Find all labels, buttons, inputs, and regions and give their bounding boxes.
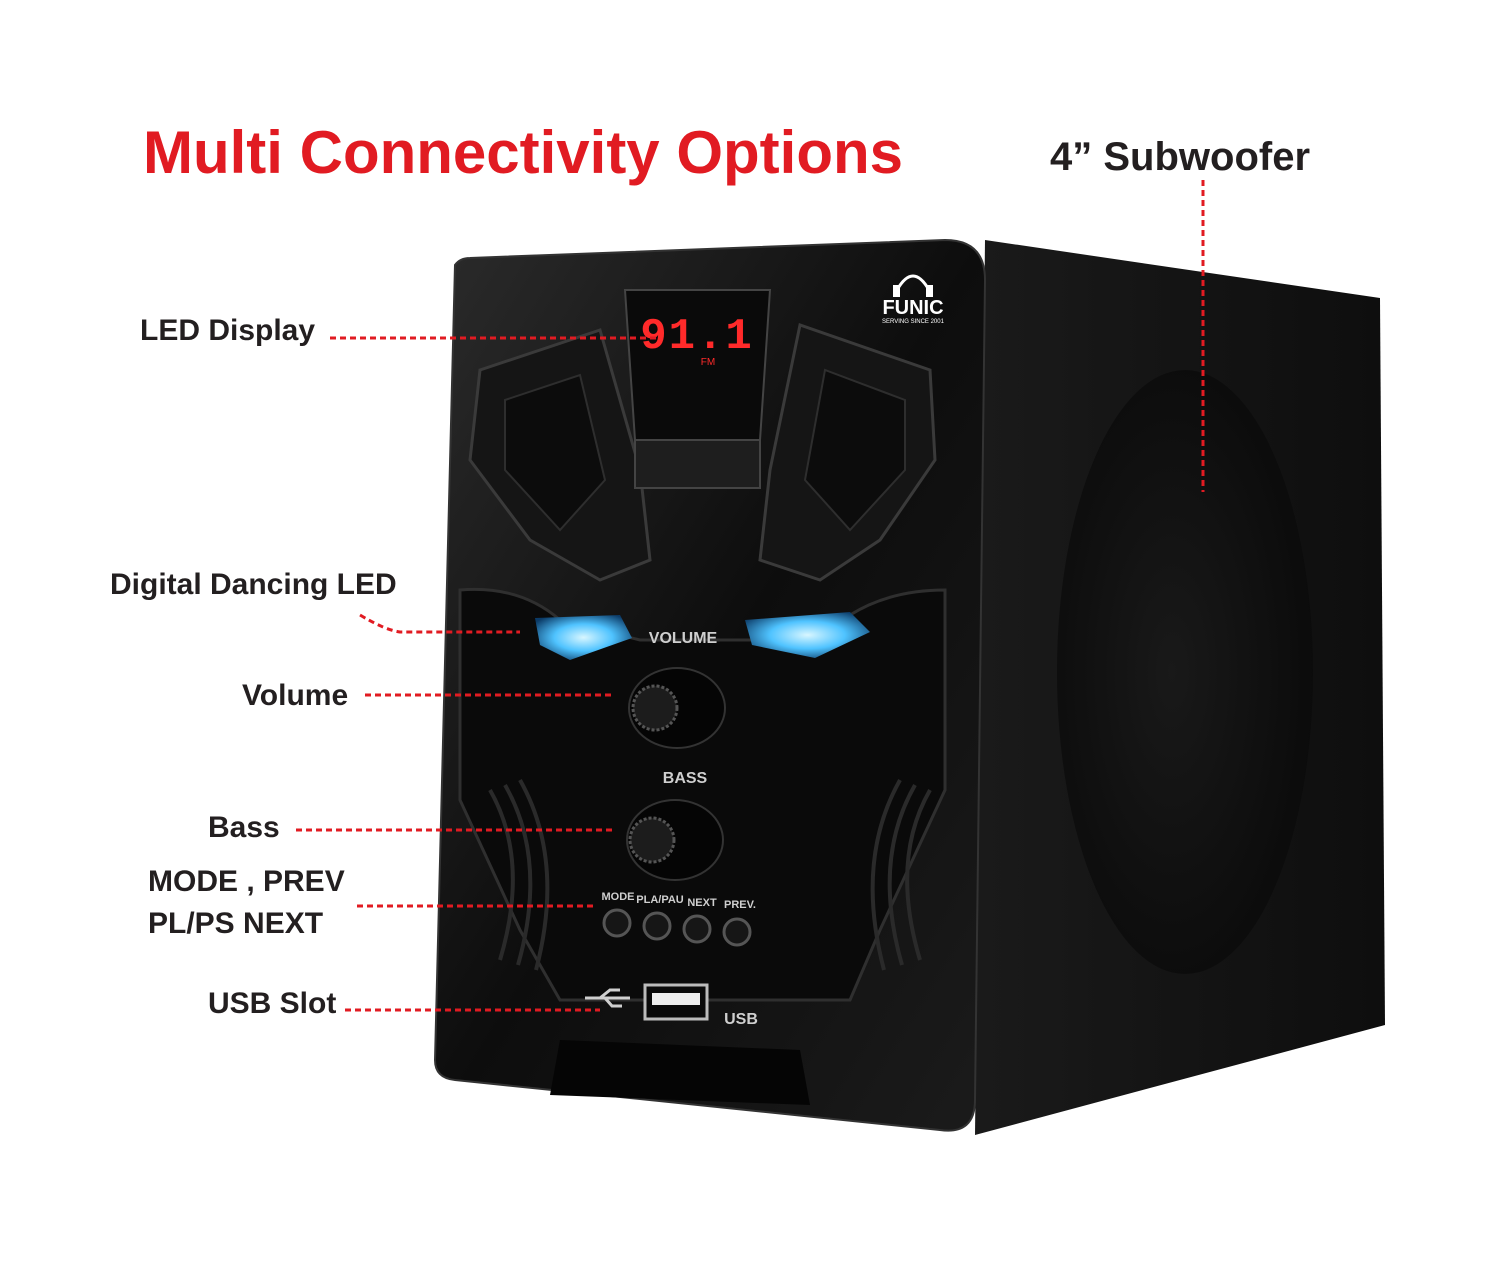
button-label-mode: MODE — [602, 891, 635, 903]
subwoofer-cone — [1057, 370, 1313, 974]
callout-led-display: LED Display — [140, 314, 316, 347]
dancing-led-right-eye — [745, 612, 870, 658]
display-unit: FM — [701, 357, 715, 368]
page-title: Multi Connectivity Options — [143, 119, 903, 186]
left-vent-grille — [488, 779, 550, 971]
right-vent-grille — [870, 779, 932, 971]
display-visor — [634, 439, 761, 489]
volume-panel-label: VOLUME — [649, 630, 718, 647]
funic-logo: FUNIC SERVING SINCE 2001 — [882, 274, 945, 325]
subwoofer-label: 4” Subwoofer — [1050, 135, 1311, 179]
mask-lower-frame — [458, 587, 947, 1002]
cabinet-bottom-recess — [550, 1040, 810, 1105]
button-label-play-pause: PLA/PAU — [636, 894, 684, 906]
callout-volume: Volume — [242, 679, 349, 712]
prev-button[interactable] — [722, 917, 752, 947]
callout-dancing-led: Digital Dancing LED — [110, 568, 397, 601]
display-readout: 91.1 — [640, 312, 754, 362]
brand-tagline: SERVING SINCE 2001 — [882, 319, 945, 325]
callout-usb-slot: USB Slot — [208, 987, 337, 1020]
callout-buttons-line2: PL/PS NEXT — [148, 907, 324, 940]
bass-panel-label: BASS — [663, 770, 708, 787]
brand-name: FUNIC — [882, 297, 943, 319]
usb-panel-label: USB — [724, 1011, 758, 1028]
mode-button[interactable] — [602, 908, 632, 938]
callout-buttons-line1: MODE , PREV — [148, 865, 345, 898]
usb-icon — [585, 988, 630, 1008]
mask-inner-right — [803, 368, 906, 532]
dancing-led-left-eye — [535, 615, 632, 660]
button-label-prev: PREV. — [724, 899, 756, 911]
mask-inner-left — [504, 373, 607, 532]
play-pause-button[interactable] — [642, 911, 672, 941]
next-button[interactable] — [682, 914, 712, 944]
bass-knob — [628, 816, 676, 864]
button-label-next: NEXT — [687, 897, 717, 909]
leader-dancing-led — [359, 613, 520, 634]
volume-knob — [631, 684, 679, 732]
callout-bass: Bass — [208, 811, 280, 844]
